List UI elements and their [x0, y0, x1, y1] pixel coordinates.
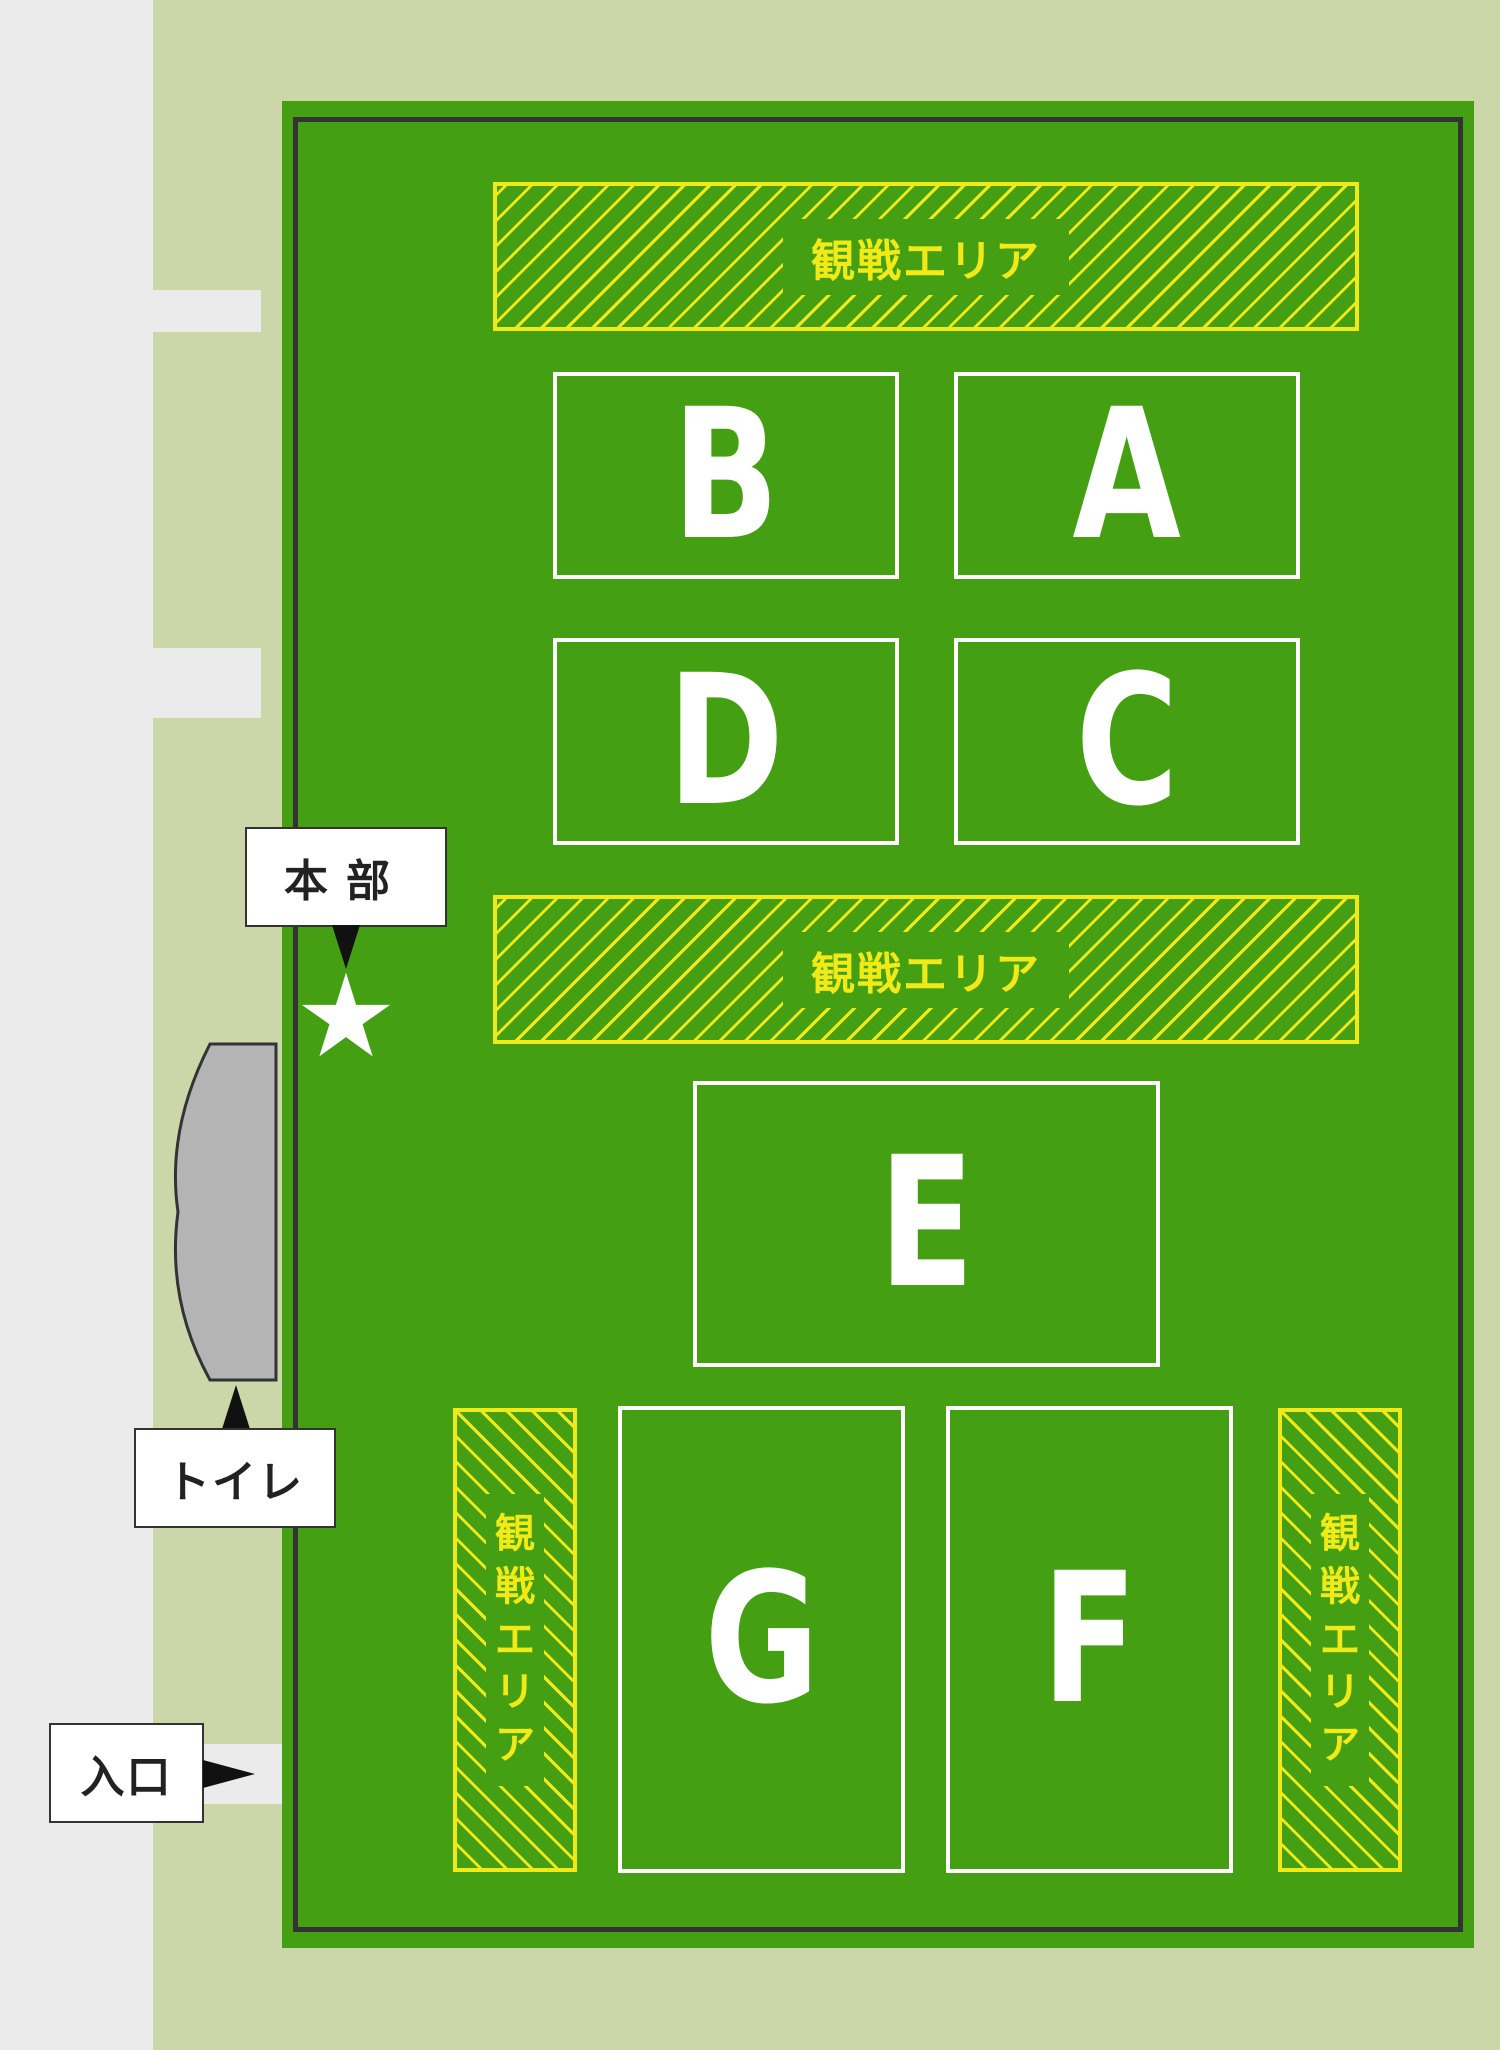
court-c[interactable]: C	[954, 638, 1300, 845]
spectator-area-middle: 観戦エリア	[493, 895, 1359, 1044]
spectator-area-label: 観戦エリア	[1311, 1494, 1369, 1786]
field-boundary	[293, 117, 1463, 1932]
path-middle	[153, 648, 261, 718]
spectator-area-left: 観戦エリア	[453, 1408, 577, 1872]
triangle-arrow-icon	[332, 925, 360, 969]
triangle-arrow-icon	[222, 1385, 250, 1429]
court-d[interactable]: D	[553, 638, 899, 845]
spectator-area-label: 観戦エリア	[783, 931, 1069, 1008]
path-top	[153, 290, 261, 332]
court-g[interactable]: G	[618, 1406, 905, 1873]
court-label: F	[1041, 1534, 1138, 1744]
court-label: B	[672, 370, 780, 580]
court-f[interactable]: F	[946, 1406, 1233, 1873]
toilet-label: トイレ	[134, 1428, 336, 1528]
triangle-arrow-icon	[203, 1760, 255, 1788]
spectator-area-top: 観戦エリア	[493, 182, 1359, 331]
spectator-area-label: 観戦エリア	[783, 218, 1069, 295]
toilet-building	[173, 1042, 278, 1382]
court-label: D	[667, 636, 785, 846]
court-label: G	[703, 1534, 820, 1744]
court-b[interactable]: B	[553, 372, 899, 579]
spectator-area-label: 観戦エリア	[486, 1494, 544, 1786]
court-a[interactable]: A	[954, 372, 1300, 579]
court-label: A	[1072, 370, 1182, 580]
court-label: E	[878, 1119, 975, 1328]
court-e[interactable]: E	[693, 1081, 1160, 1367]
star-icon	[301, 972, 391, 1057]
spectator-area-right: 観戦エリア	[1278, 1408, 1402, 1872]
hq-label: 本部	[245, 827, 447, 927]
entrance-label: 入口	[49, 1723, 204, 1823]
court-label: C	[1075, 636, 1179, 846]
